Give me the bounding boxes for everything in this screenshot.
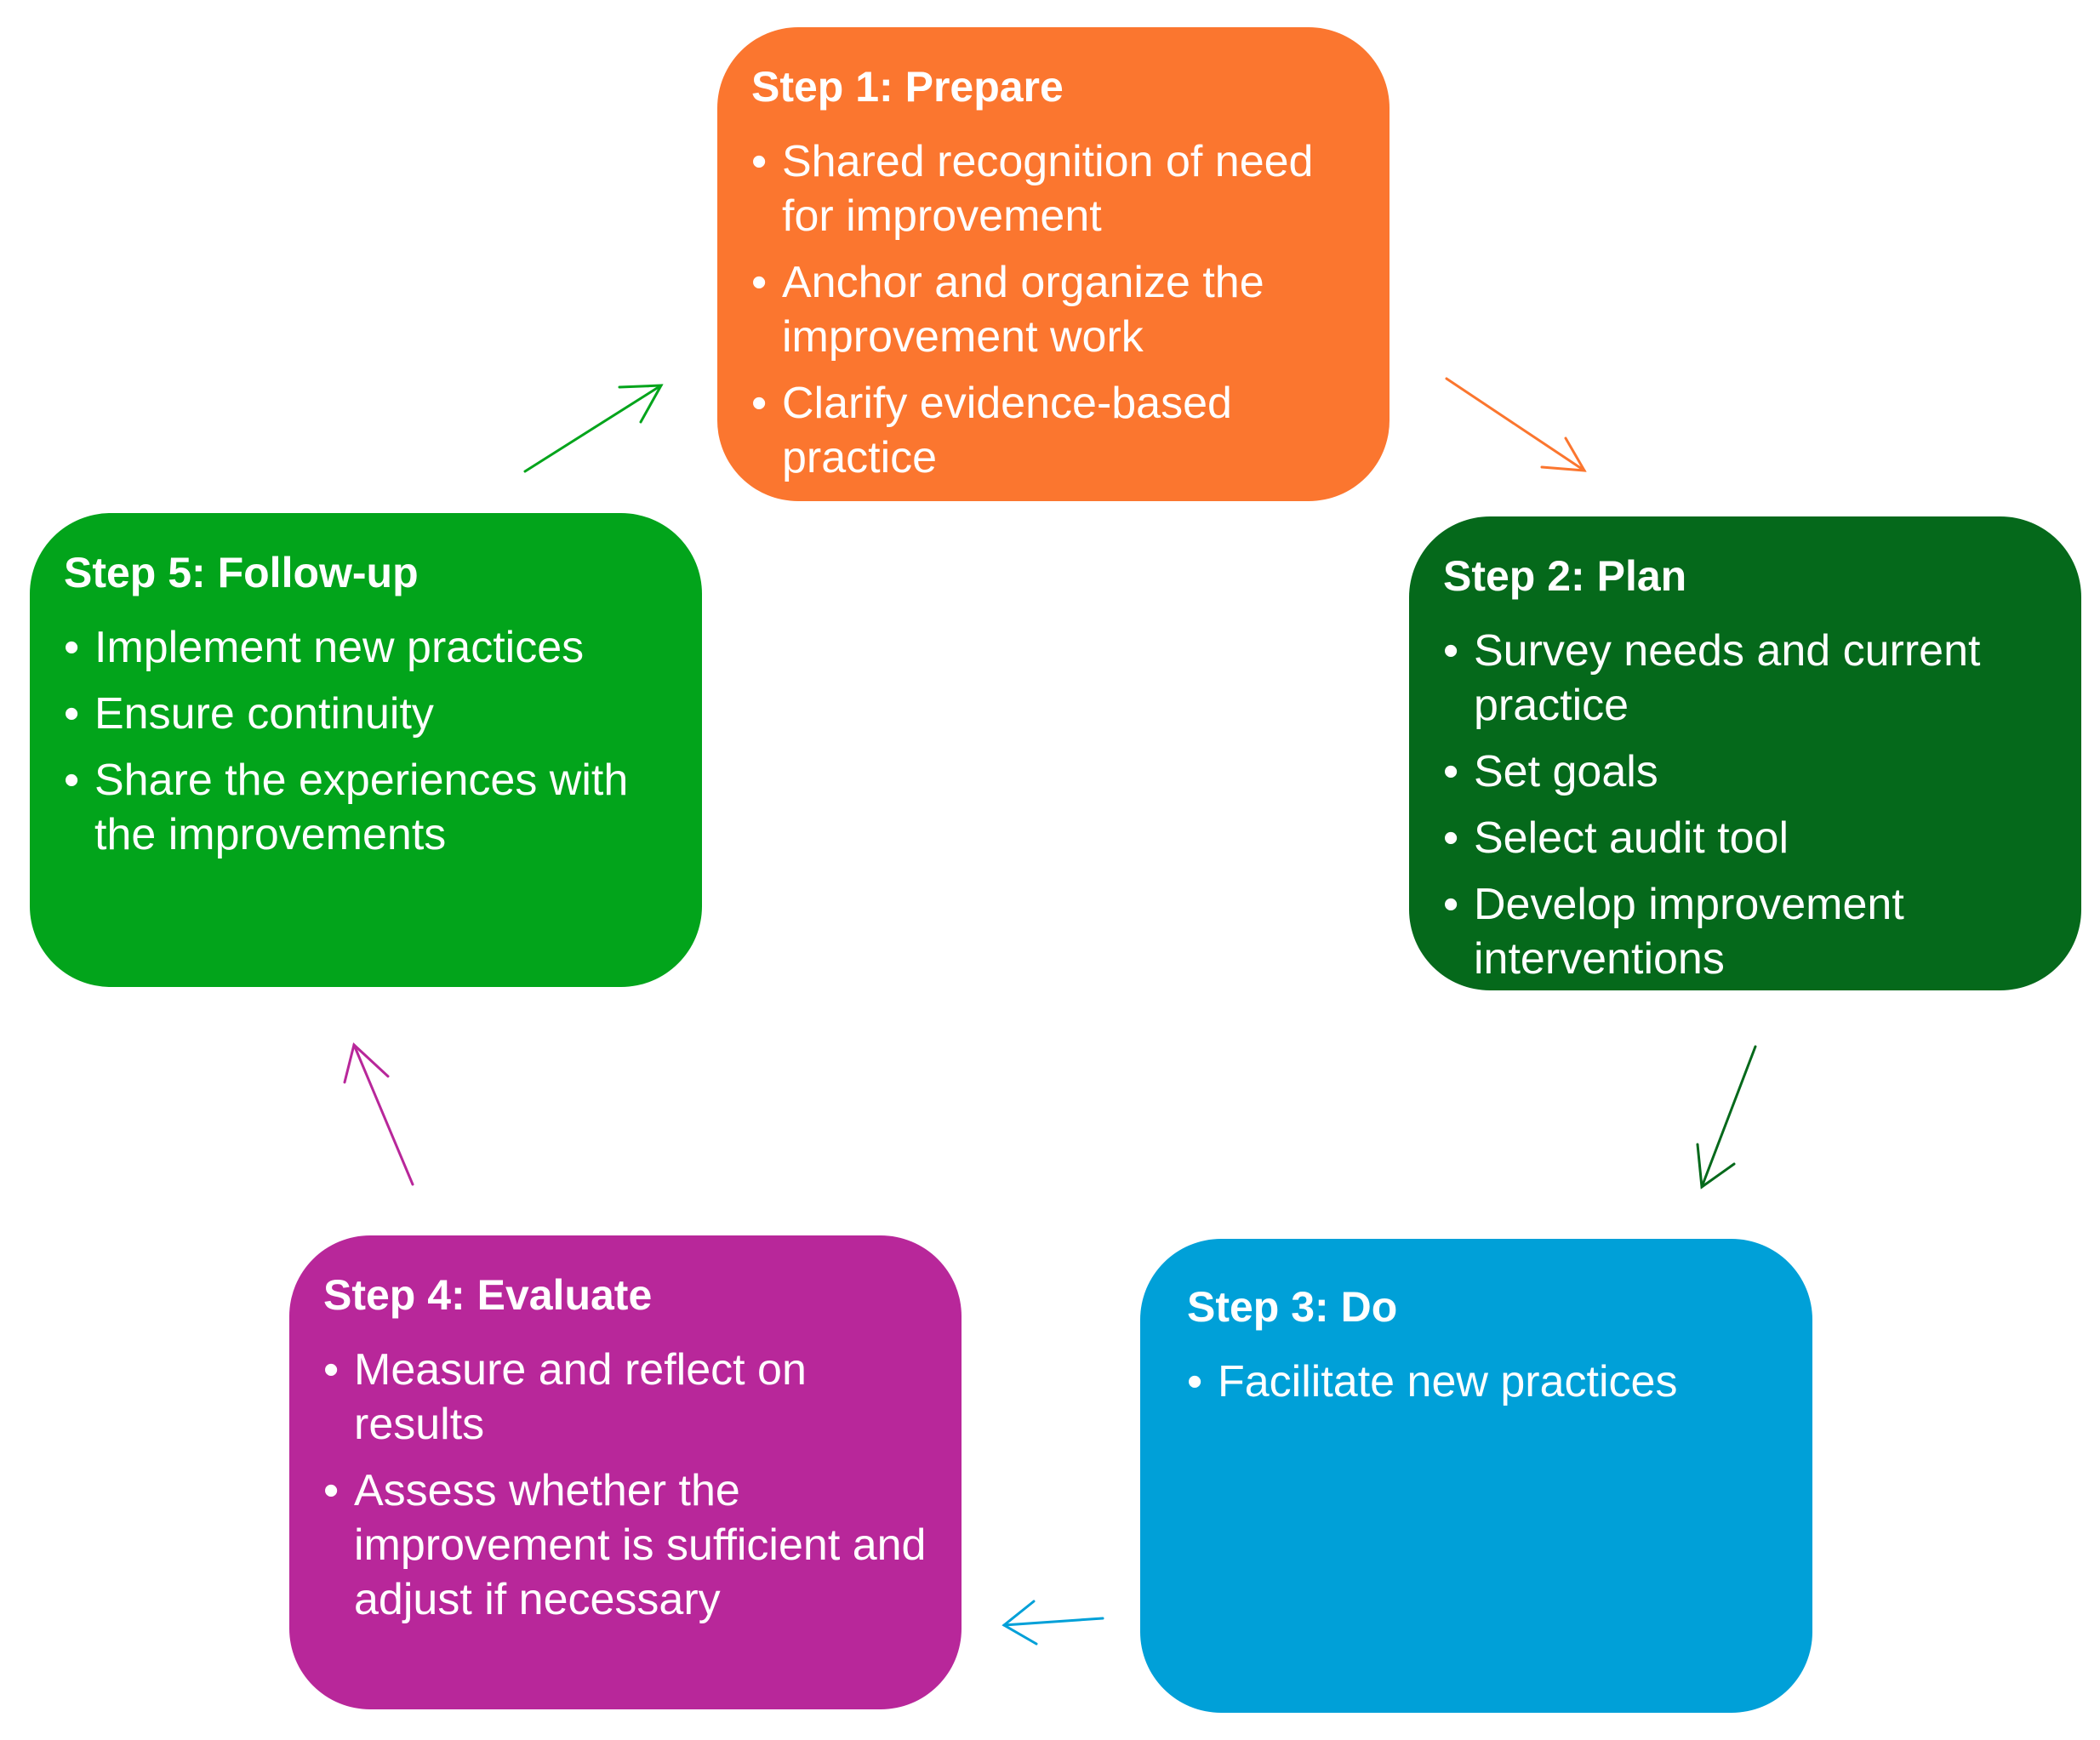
bullet-icon: • xyxy=(1443,813,1459,863)
list-item: • Shared recognition of need for improvem… xyxy=(751,134,1355,243)
list-item: • Survey needs and current practice xyxy=(1443,624,2056,733)
step-3-box: Step 3: Do • Facilitate new practices xyxy=(1140,1239,1812,1713)
bullet-icon: • xyxy=(323,1466,340,1515)
arrow-step5-to-step1-icon xyxy=(523,384,664,473)
step-1-title: Step 1: Prepare xyxy=(751,63,1064,111)
step-5-item-2: Ensure continuity xyxy=(94,689,434,739)
step-2-item-2: Set goals xyxy=(1474,747,1658,796)
step-4-item-1: Measure and reflect on results xyxy=(354,1345,807,1449)
list-item: • Implement new practices xyxy=(64,620,668,675)
arrow-step2-to-step3-icon xyxy=(1696,1045,1757,1189)
bullet-icon: • xyxy=(751,137,768,186)
bullet-icon: • xyxy=(323,1345,340,1395)
bullet-icon: • xyxy=(64,623,80,672)
step-4-box: Step 4: Evaluate • Measure and reflect on… xyxy=(289,1235,962,1709)
list-item: • Measure and reflect on results xyxy=(323,1343,927,1452)
bullet-icon: • xyxy=(751,379,768,428)
list-item: • Develop improvement interventions xyxy=(1443,877,2056,986)
step-2-item-1: Survey needs and current practice xyxy=(1474,626,1981,730)
bullet-icon: • xyxy=(751,258,768,307)
bullet-icon: • xyxy=(64,756,80,805)
list-item: • Assess whether the improvement is suffi… xyxy=(323,1463,927,1627)
step-4-title: Step 4: Evaluate xyxy=(323,1271,653,1319)
step-5-item-1: Implement new practices xyxy=(94,623,585,672)
bullet-icon: • xyxy=(1443,626,1459,676)
bullet-icon: • xyxy=(1187,1357,1203,1406)
step-2-box: Step 2: Plan • Survey needs and current p… xyxy=(1409,516,2081,990)
step-2-title: Step 2: Plan xyxy=(1443,552,1687,600)
list-item: • Facilitate new practices xyxy=(1187,1355,1778,1409)
bullet-icon: • xyxy=(64,689,80,739)
step-1-list: • Shared recognition of need for improvem… xyxy=(751,134,1355,485)
list-item: • Set goals xyxy=(1443,744,2056,799)
arrow-step4-to-step5-icon xyxy=(343,1042,414,1186)
step-1-item-2: Anchor and organize the improvement work xyxy=(782,258,1264,362)
step-5-title: Step 5: Follow-up xyxy=(64,549,419,596)
step-2-item-3: Select audit tool xyxy=(1474,813,1789,863)
bullet-icon: • xyxy=(1443,880,1459,929)
step-3-item-1: Facilitate new practices xyxy=(1218,1357,1678,1406)
list-item: • Ensure continuity xyxy=(64,687,668,741)
step-2-list: • Survey needs and current practice • Set … xyxy=(1443,624,2056,986)
step-1-item-3: Clarify evidence-based practice xyxy=(782,379,1232,482)
arrow-step1-to-step2-icon xyxy=(1445,377,1587,472)
step-5-box: Step 5: Follow-up • Implement new practic… xyxy=(30,513,702,987)
arrow-step3-to-step4-icon xyxy=(1001,1600,1104,1646)
step-1-item-1: Shared recognition of need for improveme… xyxy=(782,137,1314,241)
bullet-icon: • xyxy=(1443,747,1459,796)
step-1-box: Step 1: Prepare • Shared recognition of n… xyxy=(717,27,1390,501)
list-item: • Select audit tool xyxy=(1443,811,2056,865)
step-3-title: Step 3: Do xyxy=(1187,1283,1398,1331)
list-item: • Anchor and organize the improvement wor… xyxy=(751,255,1355,364)
step-3-list: • Facilitate new practices xyxy=(1187,1355,1778,1409)
step-5-list: • Implement new practices • Ensure continu… xyxy=(64,620,668,862)
list-item: • Share the experiences with the improvem… xyxy=(64,753,668,862)
step-5-item-3: Share the experiences with the improveme… xyxy=(94,756,629,859)
step-4-item-2: Assess whether the improvement is suffic… xyxy=(354,1466,927,1624)
step-2-item-4: Develop improvement interventions xyxy=(1474,880,1904,984)
list-item: • Clarify evidence-based practice xyxy=(751,376,1355,485)
step-4-list: • Measure and reflect on results • Assess … xyxy=(323,1343,927,1627)
